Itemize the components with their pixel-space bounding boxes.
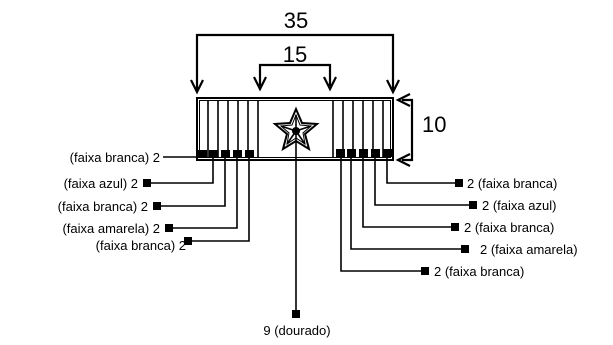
label-bottom: 9 (dourado) — [263, 323, 330, 338]
label-right-1: 2 (faixa branca) — [467, 176, 557, 191]
dimension-10-bottom-arrow — [395, 153, 411, 167]
leader-line — [374, 157, 471, 206]
left-labels: (faixa branca) 2 (faixa azul) 2 (faixa b… — [58, 150, 186, 253]
leader-marker — [233, 150, 242, 158]
label-marker — [165, 224, 173, 232]
leader-line — [190, 157, 250, 242]
label-marker — [292, 310, 300, 318]
leader-line — [362, 157, 453, 228]
leader-line — [340, 157, 423, 272]
dimension-15-bracket — [258, 63, 332, 86]
label-marker — [461, 245, 469, 253]
dimension-15-left-arrow — [253, 76, 267, 92]
label-left-5: (faixa branca) 2 — [96, 238, 186, 253]
leader-marker — [347, 149, 356, 157]
label-left-4: (faixa amarela) 2 — [62, 221, 160, 236]
dimension-15: 15 — [253, 42, 337, 92]
right-leaders — [336, 149, 477, 275]
leader-marker — [221, 150, 230, 158]
label-right-5: 2 (faixa branca) — [434, 264, 524, 279]
right-stripes — [332, 101, 384, 157]
leader-marker — [245, 150, 254, 158]
label-marker — [143, 179, 151, 187]
label-marker — [455, 179, 463, 187]
right-labels: 2 (faixa branca) 2 (faixa azul) 2 (faixa… — [434, 176, 578, 279]
dimension-35-right-arrow — [386, 79, 400, 95]
leader-line — [170, 157, 238, 229]
leader-marker — [359, 149, 368, 157]
label-marker — [184, 237, 192, 245]
leader-marker — [336, 149, 345, 157]
label-left-3: (faixa branca) 2 — [58, 199, 148, 214]
dimension-15-right-arrow — [323, 76, 337, 92]
label-right-3: 2 (faixa branca) — [464, 220, 554, 235]
leader-marker — [383, 149, 392, 157]
label-marker — [421, 267, 429, 275]
label-marker — [153, 202, 161, 210]
dimension-10: 10 — [395, 93, 446, 167]
dimension-35: 35 — [190, 8, 400, 95]
label-left-1: (faixa branca) 2 — [70, 150, 160, 165]
leader-marker — [198, 150, 207, 158]
ribbon-inner-outline — [199, 100, 391, 158]
label-right-4: 2 (faixa amarela) — [480, 242, 578, 257]
label-marker — [469, 201, 477, 209]
left-leaders — [143, 150, 254, 245]
dimension-35-left-arrow — [190, 79, 204, 95]
leader-line — [350, 157, 463, 250]
leader-line — [386, 157, 457, 184]
dimension-35-bracket — [195, 33, 395, 90]
leader-line — [158, 157, 226, 207]
leader-marker — [209, 150, 218, 158]
bottom-leader — [292, 134, 300, 318]
dimension-10-bracket — [402, 98, 414, 162]
dimension-10-top-arrow — [395, 93, 411, 107]
dimension-35-label: 35 — [284, 8, 308, 33]
leader-marker — [371, 149, 380, 157]
label-left-2: (faixa azul) 2 — [64, 176, 138, 191]
dimension-10-label: 10 — [422, 112, 446, 137]
label-right-2: 2 (faixa azul) — [482, 198, 556, 213]
dimension-15-label: 15 — [283, 42, 307, 67]
left-stripes — [207, 101, 259, 157]
leader-line — [148, 157, 214, 184]
label-marker — [451, 223, 459, 231]
